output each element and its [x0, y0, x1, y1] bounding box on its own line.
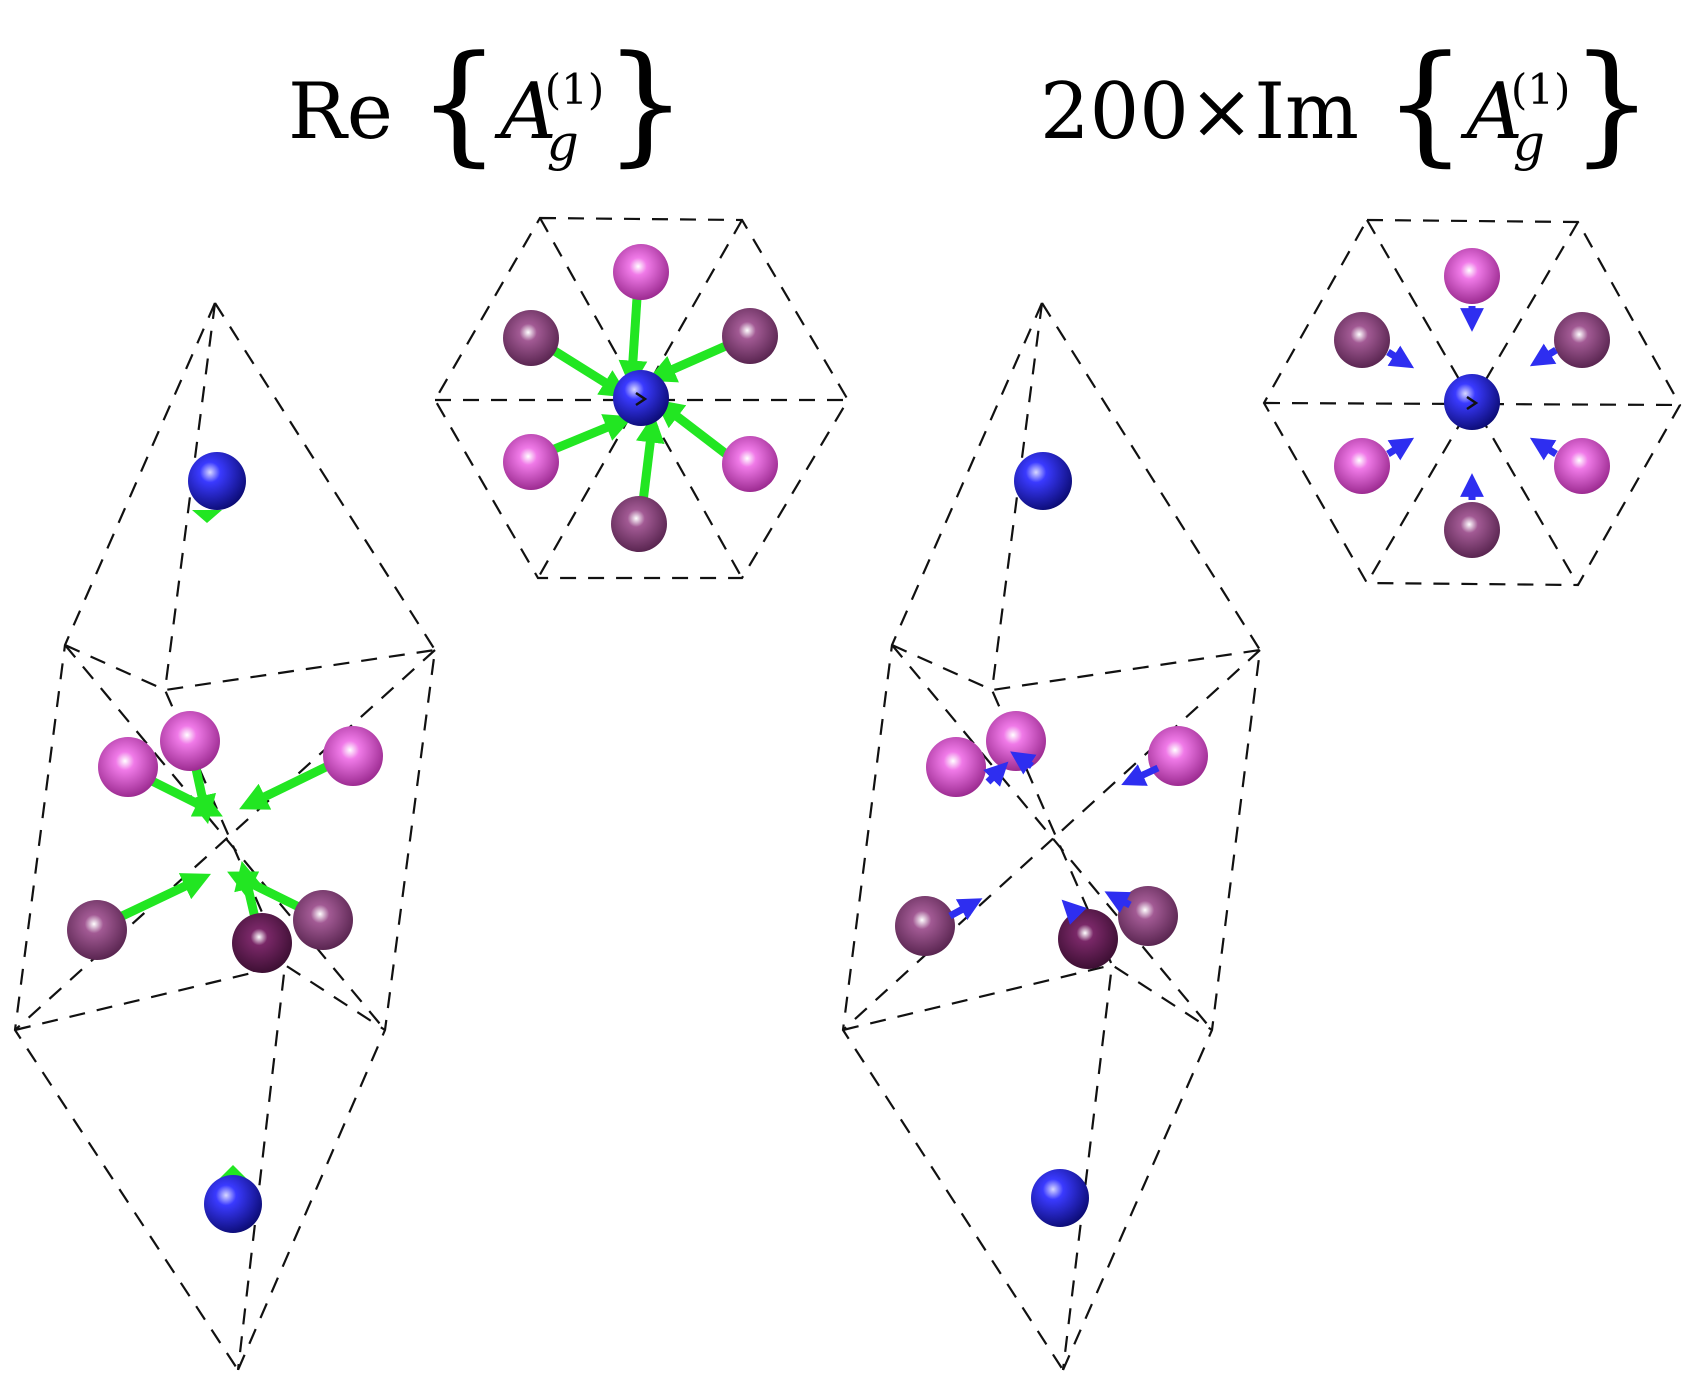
displacement-arrow	[1529, 343, 1558, 367]
title-imag-variable: A	[1466, 67, 1523, 157]
title-imag-subscript: g	[1512, 114, 1545, 172]
title-real-close-brace: }	[604, 27, 687, 179]
pink-atom	[1334, 438, 1390, 494]
displacement-arrow	[1121, 764, 1160, 786]
pink-atom	[160, 711, 220, 771]
displacement-arrow	[227, 871, 307, 915]
displacement-arrow	[646, 340, 730, 383]
displacement-arrow	[1061, 899, 1087, 925]
displacement-arrow	[116, 873, 212, 923]
displacement-arrow-small	[192, 510, 222, 523]
pink-atom	[722, 436, 778, 492]
title-real-open-brace: {	[417, 27, 501, 179]
displacement-arrow	[635, 413, 665, 511]
title-imag-part: 200×Im {Ag(1)}	[1040, 28, 1653, 168]
displacement-arrow	[983, 761, 1009, 787]
real-top-arrows	[550, 297, 733, 511]
purple-atom	[1334, 312, 1390, 368]
pink-atom	[323, 726, 383, 786]
purple-atom	[722, 308, 778, 364]
title-real-prefix: Re	[288, 67, 393, 157]
displacement-arrow	[948, 898, 983, 921]
title-real-subscript: g	[546, 114, 579, 172]
title-imag-close-brace: }	[1570, 27, 1654, 179]
purple-atom	[1444, 502, 1500, 558]
displacement-arrow	[1010, 751, 1037, 775]
pink-atom	[1444, 248, 1500, 304]
pink-atom	[503, 434, 559, 490]
imag-side-arrows	[948, 751, 1160, 925]
purple-atom	[611, 496, 667, 552]
displacement-arrow	[1386, 345, 1415, 369]
blue-atom	[1014, 452, 1072, 510]
displacement-arrow	[1104, 891, 1132, 914]
blue-atom	[188, 452, 246, 510]
real-side-view	[13, 302, 437, 1371]
blue-atom	[613, 370, 669, 426]
dark-purple-atom	[232, 913, 292, 973]
displacement-arrow	[618, 297, 648, 390]
title-imag-superscript: (1)	[1510, 65, 1571, 114]
purple-atom	[1554, 312, 1610, 368]
imag-side-atoms	[895, 452, 1208, 1227]
title-real-variable: A	[500, 67, 557, 157]
title-imag-prefix: 200×Im	[1040, 67, 1360, 157]
real-side-unit-cell-frame	[13, 302, 437, 1371]
pink-atom	[986, 711, 1046, 771]
axis-tick	[635, 391, 648, 407]
imag-side-view	[841, 302, 1262, 1371]
displacement-arrow	[1529, 437, 1558, 461]
real-side-atoms	[67, 452, 383, 1233]
blue-atom	[204, 1175, 262, 1233]
purple-atom	[1118, 886, 1178, 946]
pink-atom	[1554, 438, 1610, 494]
purple-atom	[503, 310, 559, 366]
imag-top-arrows	[1386, 306, 1558, 500]
displacement-arrow	[654, 399, 733, 461]
pink-atom	[926, 737, 986, 797]
imag-top-view	[1262, 218, 1682, 587]
imag-side-unit-cell-frame	[841, 302, 1262, 1371]
title-imag-open-brace: {	[1383, 27, 1467, 179]
purple-atom	[293, 890, 353, 950]
blue-atom	[1444, 374, 1500, 430]
purple-atom	[895, 896, 955, 956]
purple-atom	[67, 900, 127, 960]
displacement-arrow	[1386, 437, 1415, 461]
real-top-atoms	[503, 244, 778, 552]
real-top-view	[433, 216, 850, 580]
imag-top-atoms	[1334, 248, 1610, 558]
pink-atom	[98, 737, 158, 797]
real-side-arrows	[116, 510, 332, 1180]
dark-purple-atom	[1058, 909, 1118, 969]
pink-atom	[613, 244, 669, 300]
title-real-part: Re {Ag(1)}	[288, 28, 687, 168]
blue-atom	[1031, 1169, 1089, 1227]
axis-tick	[1466, 395, 1479, 411]
displacement-arrow	[239, 760, 332, 810]
title-real-superscript: (1)	[544, 65, 605, 114]
displacement-arrow	[550, 414, 634, 455]
pink-atom	[1148, 726, 1208, 786]
displacement-arrow	[550, 346, 630, 398]
